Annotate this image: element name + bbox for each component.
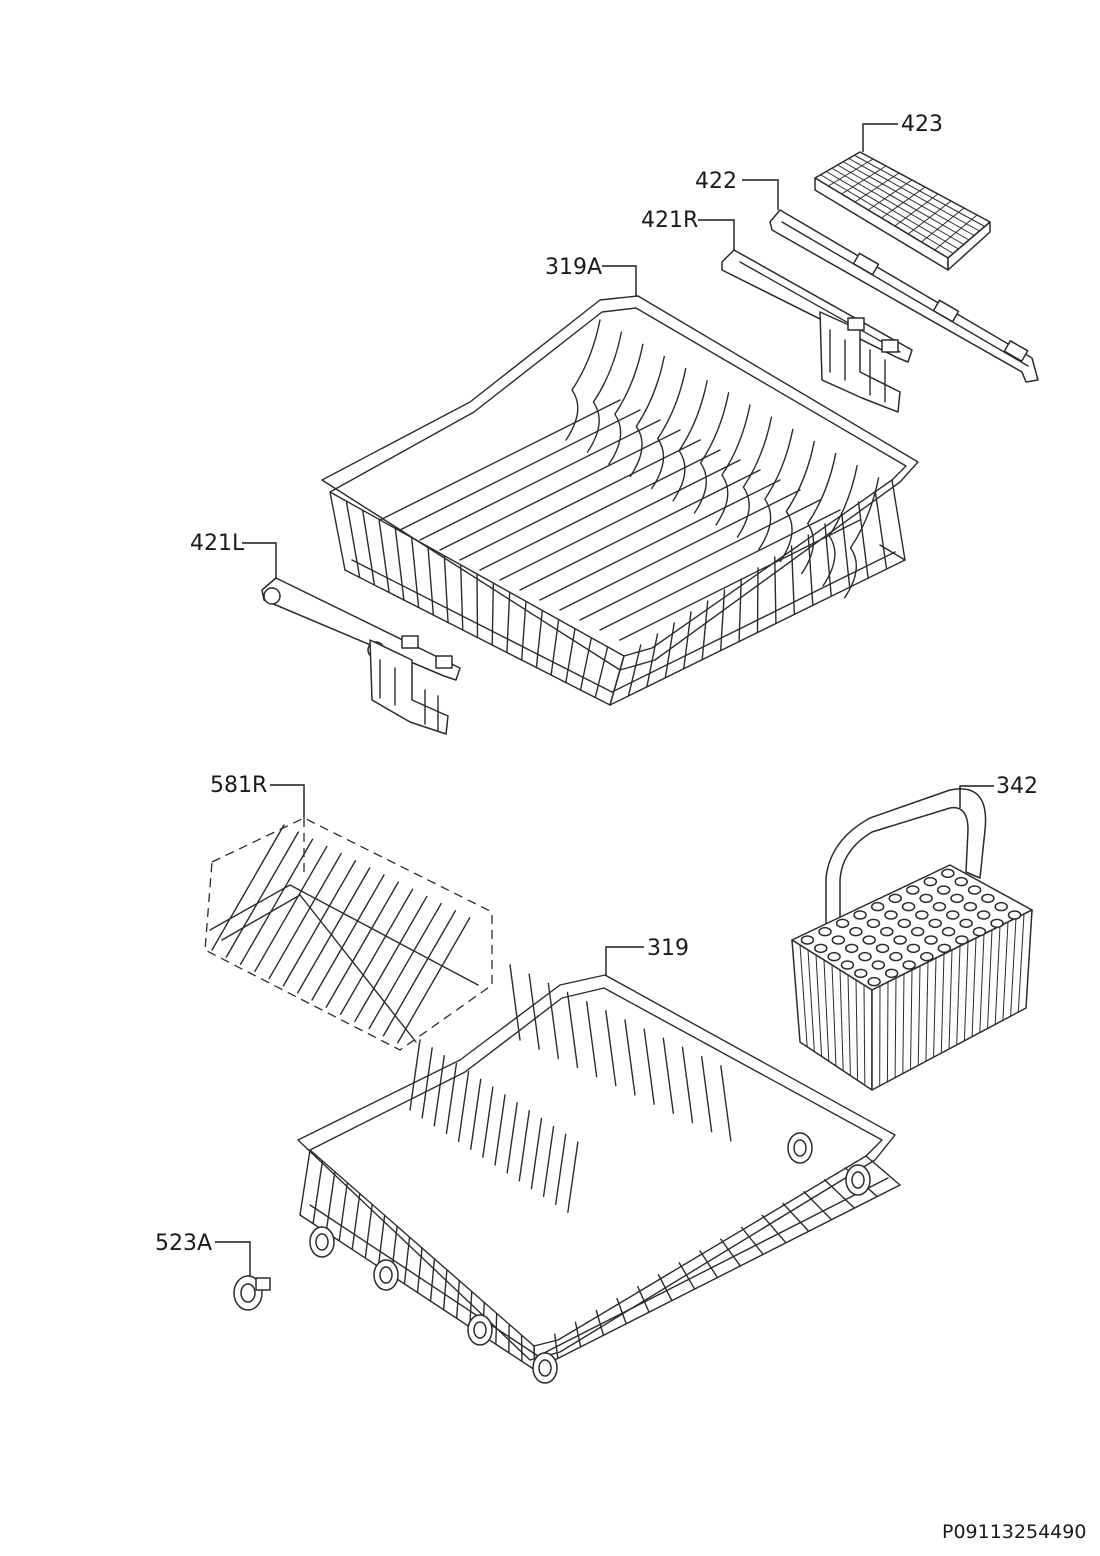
callout-label: 342	[996, 774, 1038, 799]
callout-342[interactable]: 342	[959, 774, 1038, 808]
callout-421L[interactable]: 421L	[190, 531, 277, 578]
callout-422[interactable]: 422	[695, 169, 779, 210]
callout-label: 421L	[190, 531, 245, 556]
callout-label: 523A	[155, 1231, 212, 1256]
callout-label: 423	[901, 112, 943, 137]
callout-label: 421R	[641, 208, 698, 233]
callout-label: 319A	[545, 255, 602, 280]
part-421L-left-bracket[interactable]	[261, 577, 461, 735]
callout-523A[interactable]: 523A	[155, 1231, 251, 1276]
callout-421R[interactable]: 421R	[641, 208, 735, 250]
part-342-cutlery-basket[interactable]	[791, 788, 1033, 1091]
part-319-lower-basket[interactable]	[297, 964, 901, 1384]
callout-423[interactable]: 423	[862, 112, 943, 152]
callout-581R[interactable]: 581R	[210, 773, 305, 818]
callout-label: 581R	[210, 773, 267, 798]
callout-label: 319	[647, 936, 689, 961]
part-423-cup-shelf[interactable]	[814, 151, 991, 271]
drawing-reference-code: P09113254490	[942, 1521, 1086, 1543]
part-421R-right-bracket[interactable]	[721, 249, 913, 413]
callout-319A[interactable]: 319A	[545, 255, 637, 296]
part-422-rail[interactable]	[769, 209, 1039, 383]
callout-label: 422	[695, 169, 737, 194]
part-581R-plate-rack[interactable]	[204, 817, 493, 1051]
callout-319[interactable]: 319	[605, 936, 689, 975]
part-319A-upper-basket[interactable]	[321, 295, 919, 706]
part-523A-wheel[interactable]	[233, 1275, 271, 1311]
